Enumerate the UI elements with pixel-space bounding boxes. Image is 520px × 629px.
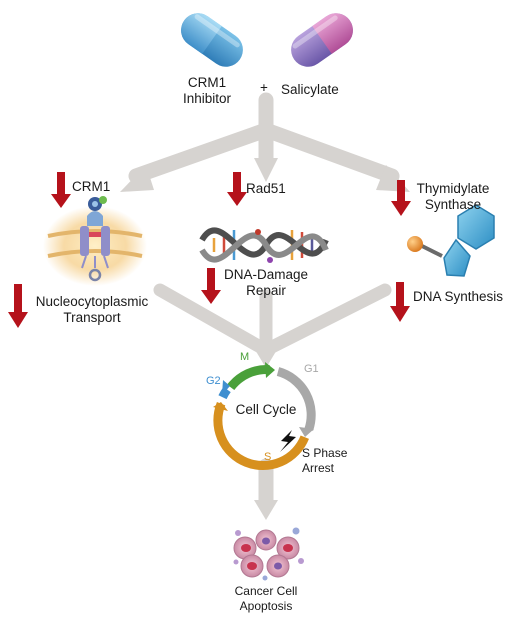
repair-line2: Repair	[246, 283, 286, 299]
arrowhead-apoptosis	[254, 500, 278, 520]
merge-arrow-right	[263, 283, 392, 355]
crm1-down-arrow	[51, 172, 71, 208]
arrowhead-left	[120, 165, 154, 192]
thymidylate-line1: Thymidylate	[416, 181, 490, 196]
dna-helix-illustration	[199, 227, 329, 263]
apoptotic-cells-illustration	[233, 527, 304, 581]
arrest-line2: Arrest	[302, 460, 335, 475]
drug1-line2: Inhibitor	[182, 91, 232, 107]
rad51-down-arrow	[227, 172, 247, 206]
cell-cycle-title: Cell Cycle	[235, 402, 297, 417]
phase-g1-arc	[276, 367, 316, 431]
repair-line1: DNA-Damage	[223, 267, 309, 282]
outcome-line2: Apoptosis	[239, 598, 293, 613]
transport-down-arrow	[8, 284, 28, 328]
thymidylate-down-arrow	[391, 180, 411, 216]
phase-m-arc	[227, 365, 270, 391]
salicylate-label: Salicylate	[281, 82, 339, 97]
flow-arrowheads	[120, 158, 410, 520]
arrowhead-cycle	[254, 348, 278, 368]
arrest-line1: S Phase	[302, 446, 348, 460]
arrowhead-center	[254, 158, 278, 182]
phase-g2-label: G2	[206, 375, 221, 387]
drug1-name: CRM1	[187, 75, 227, 90]
phase-m-label: M	[240, 351, 250, 363]
s-phase-arrest-bolt	[280, 430, 296, 452]
crm1-inhibitor-label: CRM1 Inhibitor	[172, 75, 242, 108]
split-arrow-left	[128, 122, 274, 184]
transport-line2: Transport	[63, 310, 121, 326]
thymidylate-synthase-molecule	[407, 204, 495, 277]
nucleocytoplasmic-transport-label: Nucleocytoplasmic Transport	[22, 294, 162, 327]
dna-synthesis-label: DNA Synthesis	[413, 289, 504, 304]
cell-cycle-arrowheads	[213, 362, 314, 437]
synthesis-down-arrow	[390, 282, 410, 322]
split-arrow-right	[258, 122, 400, 184]
crm1-target-label: CRM1	[72, 179, 111, 194]
thymidylate-line2: Synthase	[424, 197, 482, 213]
outcome-line1: Cancer Cell	[234, 584, 298, 598]
flow-arrows	[128, 92, 400, 508]
phase-s-arc	[213, 402, 309, 471]
phase-g1-label: G1	[304, 363, 319, 375]
salicylate-pill	[291, 13, 353, 67]
transport-line1: Nucleocytoplasmic	[35, 294, 149, 309]
down-arrows	[8, 172, 411, 328]
rad51-target-label: Rad51	[246, 181, 286, 196]
merge-arrow-left	[153, 283, 269, 355]
s-phase-arrest-label: S Phase Arrest	[302, 446, 347, 475]
crm1-nuclear-pore-illustration	[43, 196, 147, 286]
cancer-cell-apoptosis-label: Cancer Cell Apoptosis	[216, 584, 316, 613]
phase-g2-arc	[218, 386, 231, 400]
dna-damage-repair-label: DNA-Damage Repair	[216, 267, 316, 300]
crm1-inhibitor-pill	[181, 13, 243, 67]
plus-sign: +	[260, 80, 268, 95]
thymidylate-synthase-label: Thymidylate Synthase	[410, 181, 496, 214]
phase-s-label: S	[264, 451, 272, 463]
repair-down-arrow	[201, 268, 221, 304]
